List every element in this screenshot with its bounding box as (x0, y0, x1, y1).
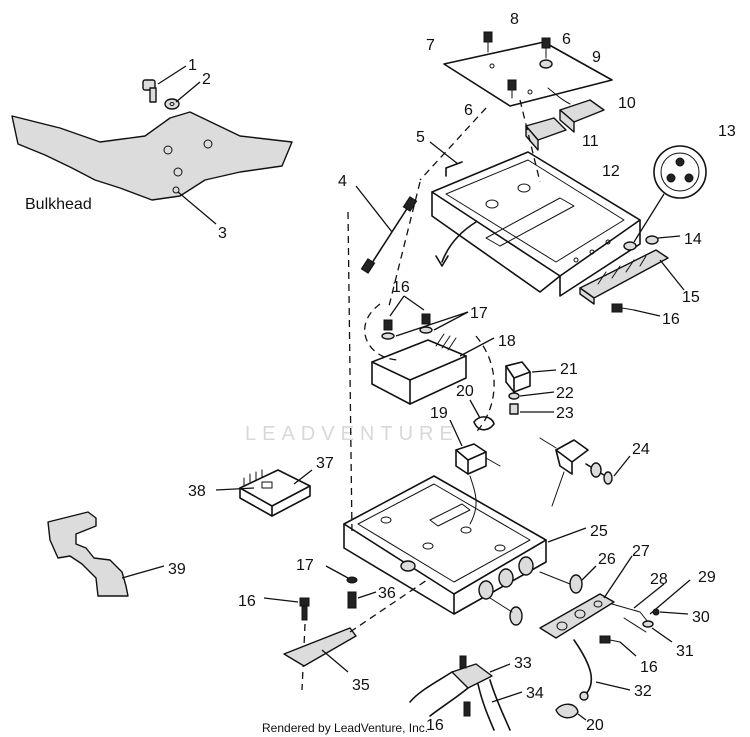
callout-16-bracket: 16 (662, 311, 680, 328)
callout-3: 3 (218, 225, 227, 242)
callout-34: 34 (526, 685, 544, 702)
module-part-10 (559, 99, 605, 133)
callout-11: 11 (582, 133, 599, 150)
circuit-board-part-37 (239, 469, 311, 517)
callout-33: 33 (514, 655, 532, 672)
callout-18: 18 (498, 333, 516, 350)
connector-part-33 (409, 655, 493, 717)
bulkhead-label: Bulkhead (25, 196, 92, 213)
callout-37: 37 (316, 455, 334, 472)
screw-part-16-bracket (611, 303, 635, 313)
connector-part-13 (653, 145, 707, 199)
callout-20-upper: 20 (456, 383, 474, 400)
watermark: LEADVENTURE (245, 423, 459, 445)
bulkhead-panel (11, 111, 293, 201)
screw-part-6-lower (507, 79, 517, 99)
upper-housing-part-12 (431, 151, 641, 297)
washer-part-2 (164, 98, 180, 110)
callout-5: 5 (416, 129, 425, 146)
callout-16-upper: 16 (392, 279, 410, 296)
callout-16-bottom: 16 (426, 717, 444, 734)
nut-part-30 (652, 608, 660, 616)
callout-30: 30 (692, 609, 710, 626)
switch-part-19 (455, 443, 501, 475)
callout-29: 29 (698, 569, 716, 586)
callout-17-lower: 17 (296, 557, 314, 574)
callout-20-lower: 20 (586, 717, 604, 734)
callout-28: 28 (650, 571, 668, 588)
callout-6-upper: 6 (562, 31, 571, 48)
callout-9: 9 (592, 49, 601, 66)
cable-part-32 (573, 639, 593, 701)
callout-7: 7 (426, 37, 435, 54)
screw-part-16-upper (383, 313, 431, 331)
callout-23: 23 (556, 405, 574, 422)
callout-19: 19 (430, 405, 448, 422)
callout-17-upper: 17 (470, 305, 488, 322)
cover-plate-part-7 (443, 41, 613, 107)
bolt-part-1 (142, 79, 157, 103)
callout-38: 38 (188, 483, 206, 500)
callout-6-lower: 6 (464, 102, 473, 119)
callout-32: 32 (634, 683, 652, 700)
callout-10: 10 (618, 95, 636, 112)
hose-part-34 (477, 679, 511, 731)
module-part-11 (525, 117, 567, 151)
strap-part-35 (283, 627, 357, 667)
washer-part-31 (642, 620, 654, 628)
callout-36: 36 (378, 585, 396, 602)
credit-line: Rendered by LeadVenture, Inc. (262, 721, 428, 735)
screw-part-36 (347, 591, 357, 609)
callout-35: 35 (352, 677, 370, 694)
callout-16-left: 16 (238, 593, 256, 610)
nut-part-23 (509, 403, 519, 415)
grommet-part-26 (539, 571, 583, 594)
bracket-part-15 (579, 249, 669, 305)
callout-26: 26 (598, 551, 616, 568)
grommet-part-14 (623, 235, 659, 251)
lower-housing-part-25 (343, 475, 547, 615)
washer-part-9 (539, 59, 553, 69)
callout-24: 24 (632, 441, 650, 458)
wire-part-28 (611, 603, 649, 623)
grommet-part-26b (489, 597, 523, 626)
callout-13: 13 (718, 123, 736, 140)
washer-part-22 (508, 392, 520, 400)
cap-part-20-upper (473, 416, 495, 431)
callout-22: 22 (556, 385, 574, 402)
callout-39: 39 (168, 561, 186, 578)
callout-27: 27 (632, 543, 650, 560)
callout-1: 1 (188, 57, 197, 74)
screw-part-16-plate (599, 635, 621, 644)
sensor-part-24 (539, 437, 613, 485)
screw-part-6-top (541, 37, 551, 59)
bracket-part-39 (47, 511, 129, 597)
cap-part-20-lower (555, 703, 579, 719)
callout-12: 12 (602, 163, 620, 180)
callout-25: 25 (590, 523, 608, 540)
plate-part-27 (539, 593, 615, 639)
wire-part-29 (623, 617, 647, 633)
screw-part-16-bottom (463, 701, 471, 717)
rod-part-4 (360, 196, 418, 274)
callout-16-plate: 16 (640, 659, 658, 676)
washer-part-17-lower (346, 576, 358, 584)
screw-part-16-left (299, 597, 310, 621)
washer-part-17-upper (381, 326, 433, 340)
callout-4: 4 (338, 173, 347, 190)
callout-8: 8 (510, 11, 519, 28)
module-part-18 (371, 333, 467, 405)
relay-part-21 (505, 361, 531, 393)
callout-2: 2 (202, 71, 211, 88)
callout-15: 15 (682, 289, 700, 306)
callout-31: 31 (676, 643, 694, 660)
callout-14: 14 (684, 231, 702, 248)
screw-part-8 (483, 31, 493, 53)
callout-21: 21 (560, 361, 578, 378)
